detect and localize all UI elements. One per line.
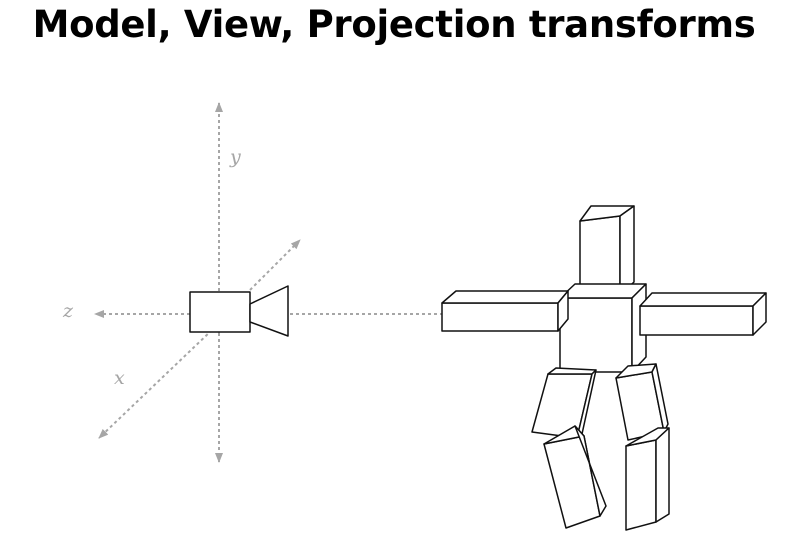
figure-head	[579, 205, 635, 296]
x-axis	[98, 329, 213, 439]
x-axis-label: x	[114, 367, 125, 389]
figure-right-lower-leg	[625, 427, 670, 531]
figure-right-arm	[639, 292, 767, 336]
x-axis-back	[249, 239, 301, 291]
figure-left-arm	[441, 290, 569, 332]
camera-axes	[94, 102, 442, 463]
figure-torso	[559, 283, 647, 373]
z-axis-label: z	[62, 300, 74, 322]
box-figure	[441, 205, 767, 531]
y-axis-label: y	[229, 146, 241, 168]
camera-icon	[189, 285, 289, 337]
camera-body	[189, 291, 251, 333]
figure-right-upper-leg	[615, 363, 669, 441]
figure-left-upper-leg	[531, 367, 597, 439]
figure-left-lower-leg	[543, 425, 607, 529]
camera-lens	[249, 285, 289, 337]
slide-title: Model, View, Projection transforms	[32, 3, 756, 46]
